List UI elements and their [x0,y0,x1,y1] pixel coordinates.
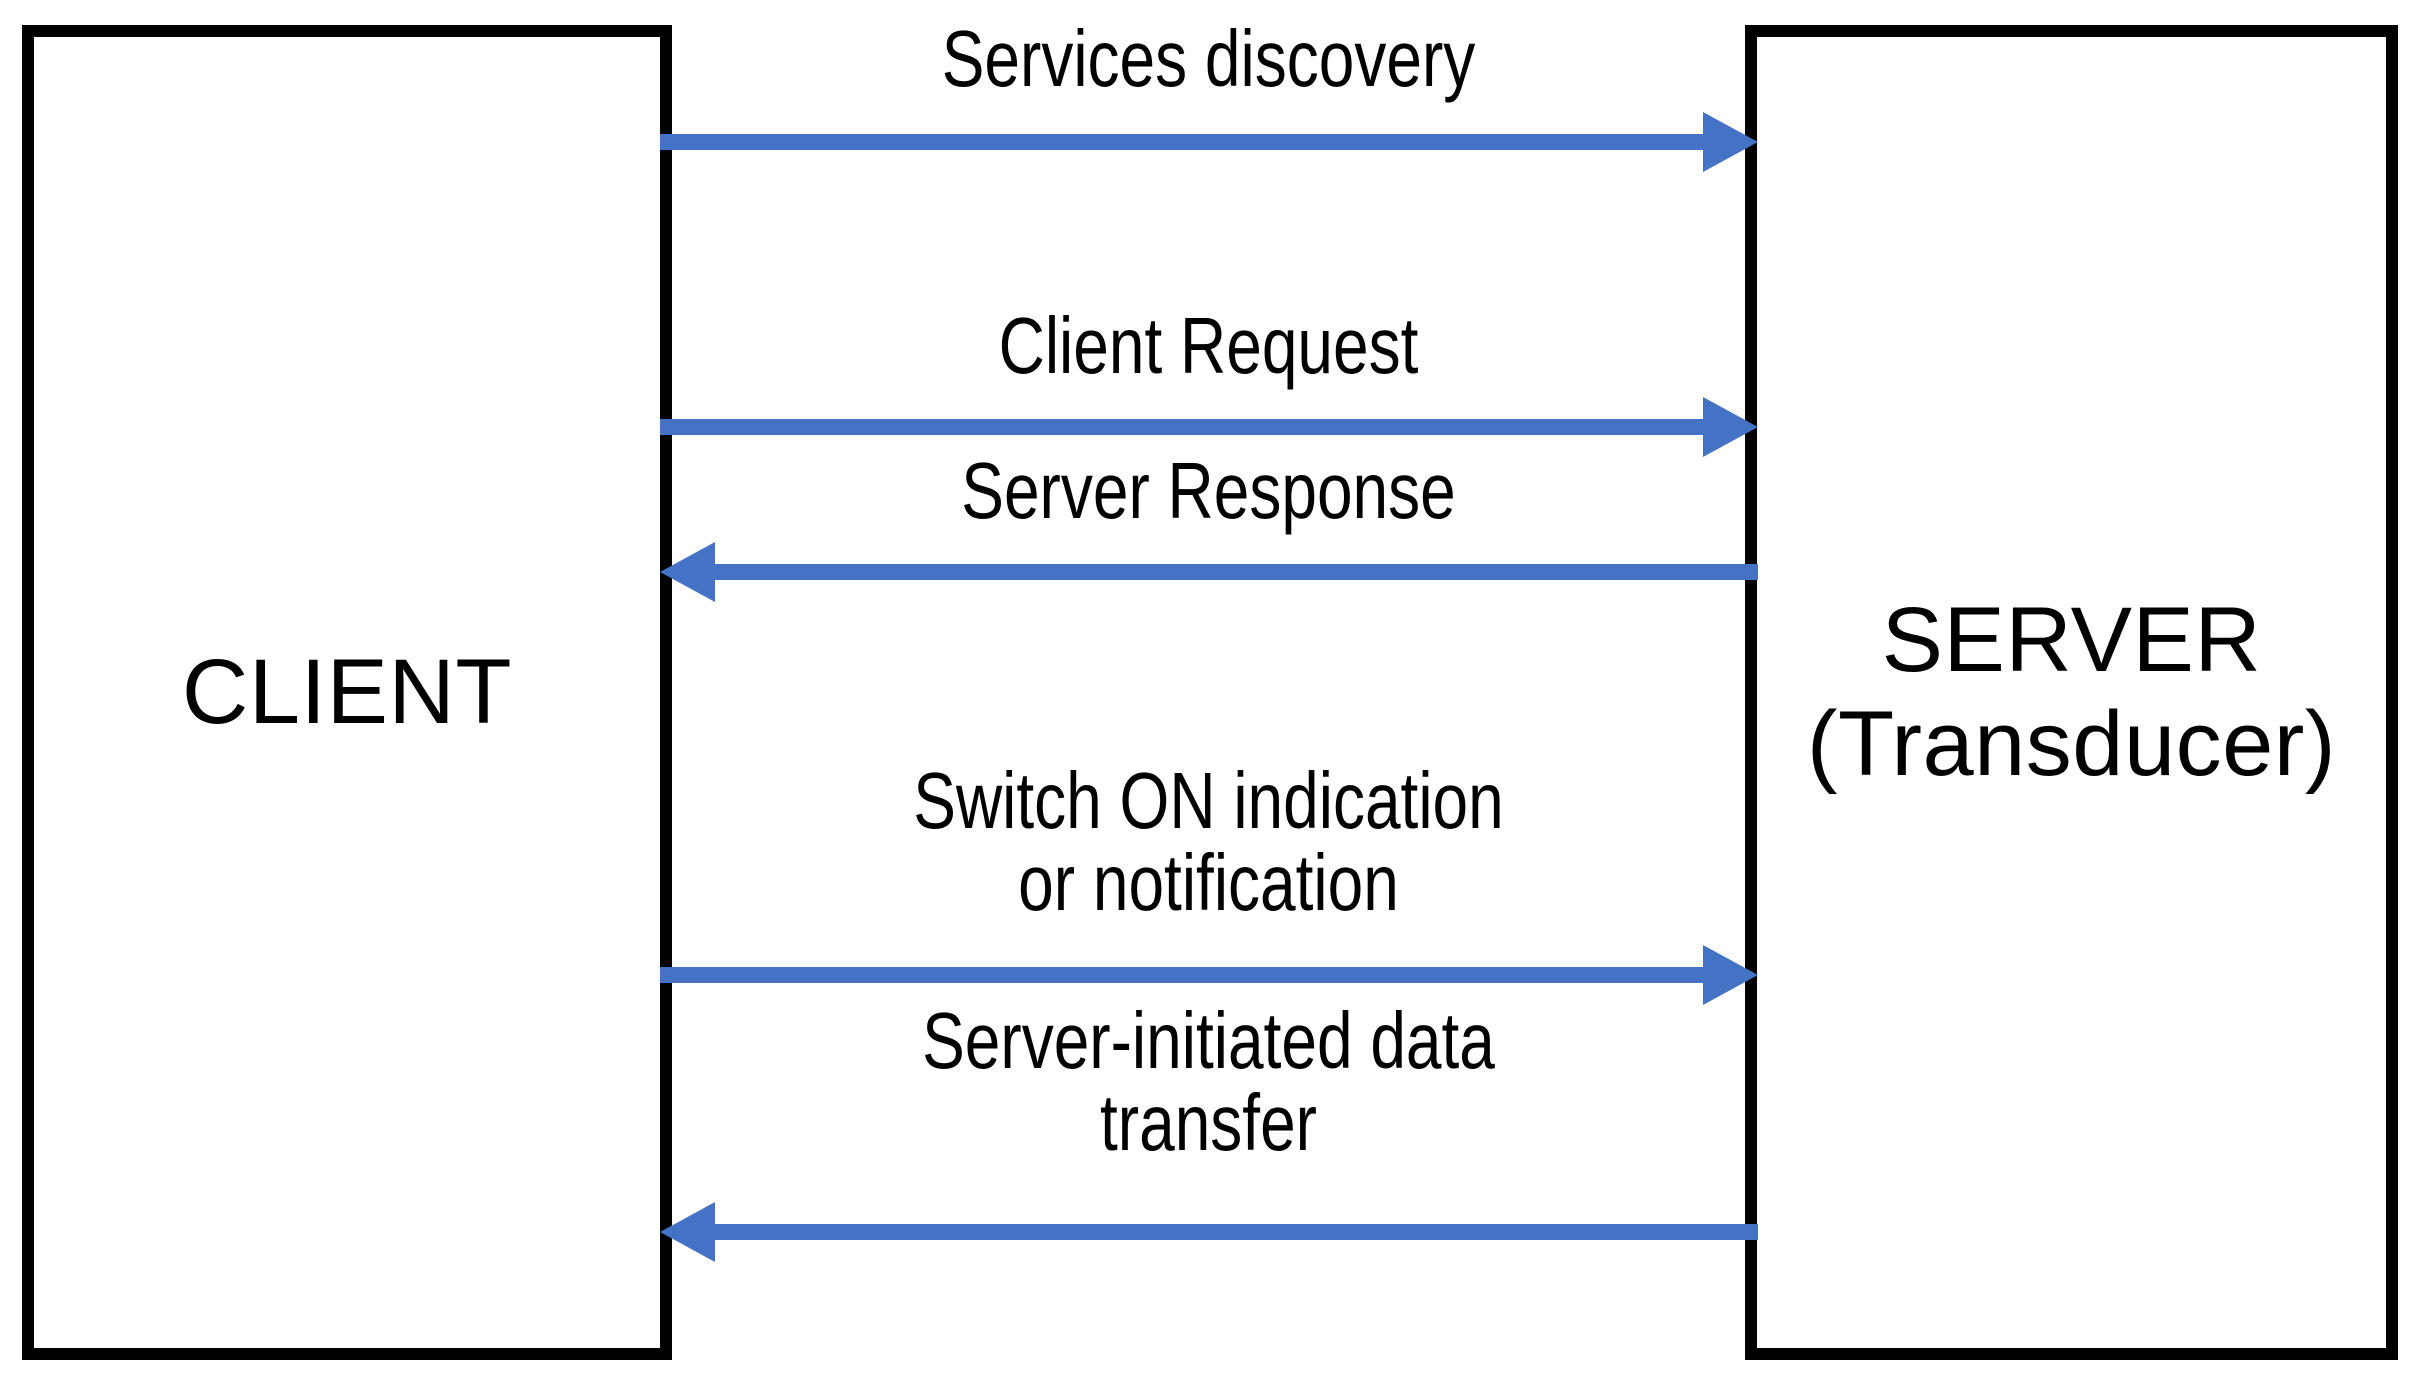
server-node-box: SERVER (Transducer) [1745,25,2398,1360]
server-node-label: SERVER [1881,589,2262,692]
server-node-sublabel: (Transducer) [1806,692,2337,795]
message-label-services-discovery: Services discovery [941,14,1476,103]
message-label-server-response: Server Response [961,446,1456,535]
message-arrow-server-response [660,542,1758,602]
message-arrow-server-initiated-data-transfer [660,1202,1758,1262]
client-node-label: CLIENT [181,640,513,743]
message-label-server-initiated-data-transfer: Server-initiated data transfer [922,996,1495,1167]
client-node-box: CLIENT [22,25,672,1360]
message-label-client-request: Client Request [998,301,1419,390]
message-arrow-services-discovery [660,112,1758,172]
message-label-switch-on-indication: Switch ON indication or notification [913,756,1504,927]
